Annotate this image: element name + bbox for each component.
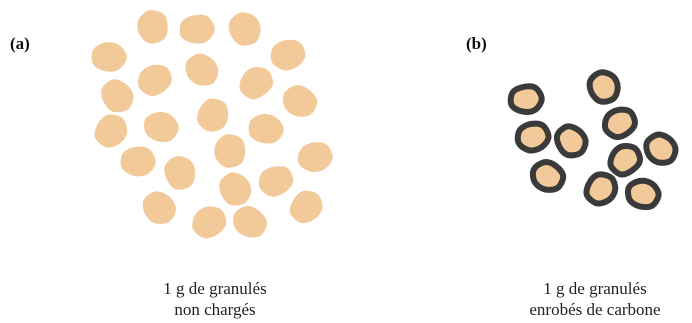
uncharged-granule: [219, 172, 251, 205]
uncharged-granule: [259, 166, 293, 196]
uncharged-granule: [138, 65, 172, 96]
carbon-coated-granule: [646, 135, 675, 163]
carbon-coated-granule: [511, 86, 542, 112]
carbon-coated-granule: [590, 72, 618, 101]
panel-a-granules: [92, 10, 333, 238]
uncharged-granule: [298, 142, 333, 172]
carbon-coated-granule: [533, 162, 563, 190]
uncharged-granule: [283, 85, 317, 116]
panel-a-caption-line2: non chargés: [95, 299, 335, 320]
carbon-coated-granule: [605, 110, 635, 137]
carbon-coated-granule: [518, 124, 549, 151]
uncharged-granule: [121, 147, 156, 177]
panel-b-granules: [511, 72, 676, 207]
uncharged-granule: [271, 40, 306, 71]
carbon-coated-granule: [586, 174, 615, 203]
panel-b-caption-line1: 1 g de granulés: [475, 278, 692, 299]
uncharged-granule: [164, 156, 195, 190]
uncharged-granule: [249, 114, 284, 144]
panel-b-caption-line2: enrobés de carbone: [475, 299, 692, 320]
uncharged-granule: [101, 79, 133, 112]
uncharged-granule: [214, 134, 245, 168]
uncharged-granule: [94, 114, 127, 147]
carbon-coated-granule: [557, 126, 586, 155]
uncharged-granule: [290, 191, 323, 224]
uncharged-granule: [192, 206, 226, 238]
uncharged-granule: [229, 12, 261, 45]
panel-a-label: (a): [10, 35, 30, 52]
uncharged-granule: [233, 206, 267, 237]
panel-a-caption: 1 g de granulés non chargés: [95, 278, 335, 320]
panel-b-caption: 1 g de granulés enrobés de carbone: [475, 278, 692, 320]
panel-b-label: (b): [466, 35, 487, 52]
uncharged-granule: [137, 10, 168, 43]
uncharged-granule: [143, 191, 176, 224]
uncharged-granule: [185, 54, 218, 86]
uncharged-granule: [197, 99, 228, 132]
panel-a-caption-line1: 1 g de granulés: [95, 278, 335, 299]
uncharged-granule: [180, 15, 215, 44]
uncharged-granule: [144, 112, 179, 142]
uncharged-granule: [240, 67, 273, 99]
carbon-coated-granule: [628, 181, 659, 207]
uncharged-granule: [92, 42, 127, 72]
carbon-coated-granule: [610, 146, 640, 175]
